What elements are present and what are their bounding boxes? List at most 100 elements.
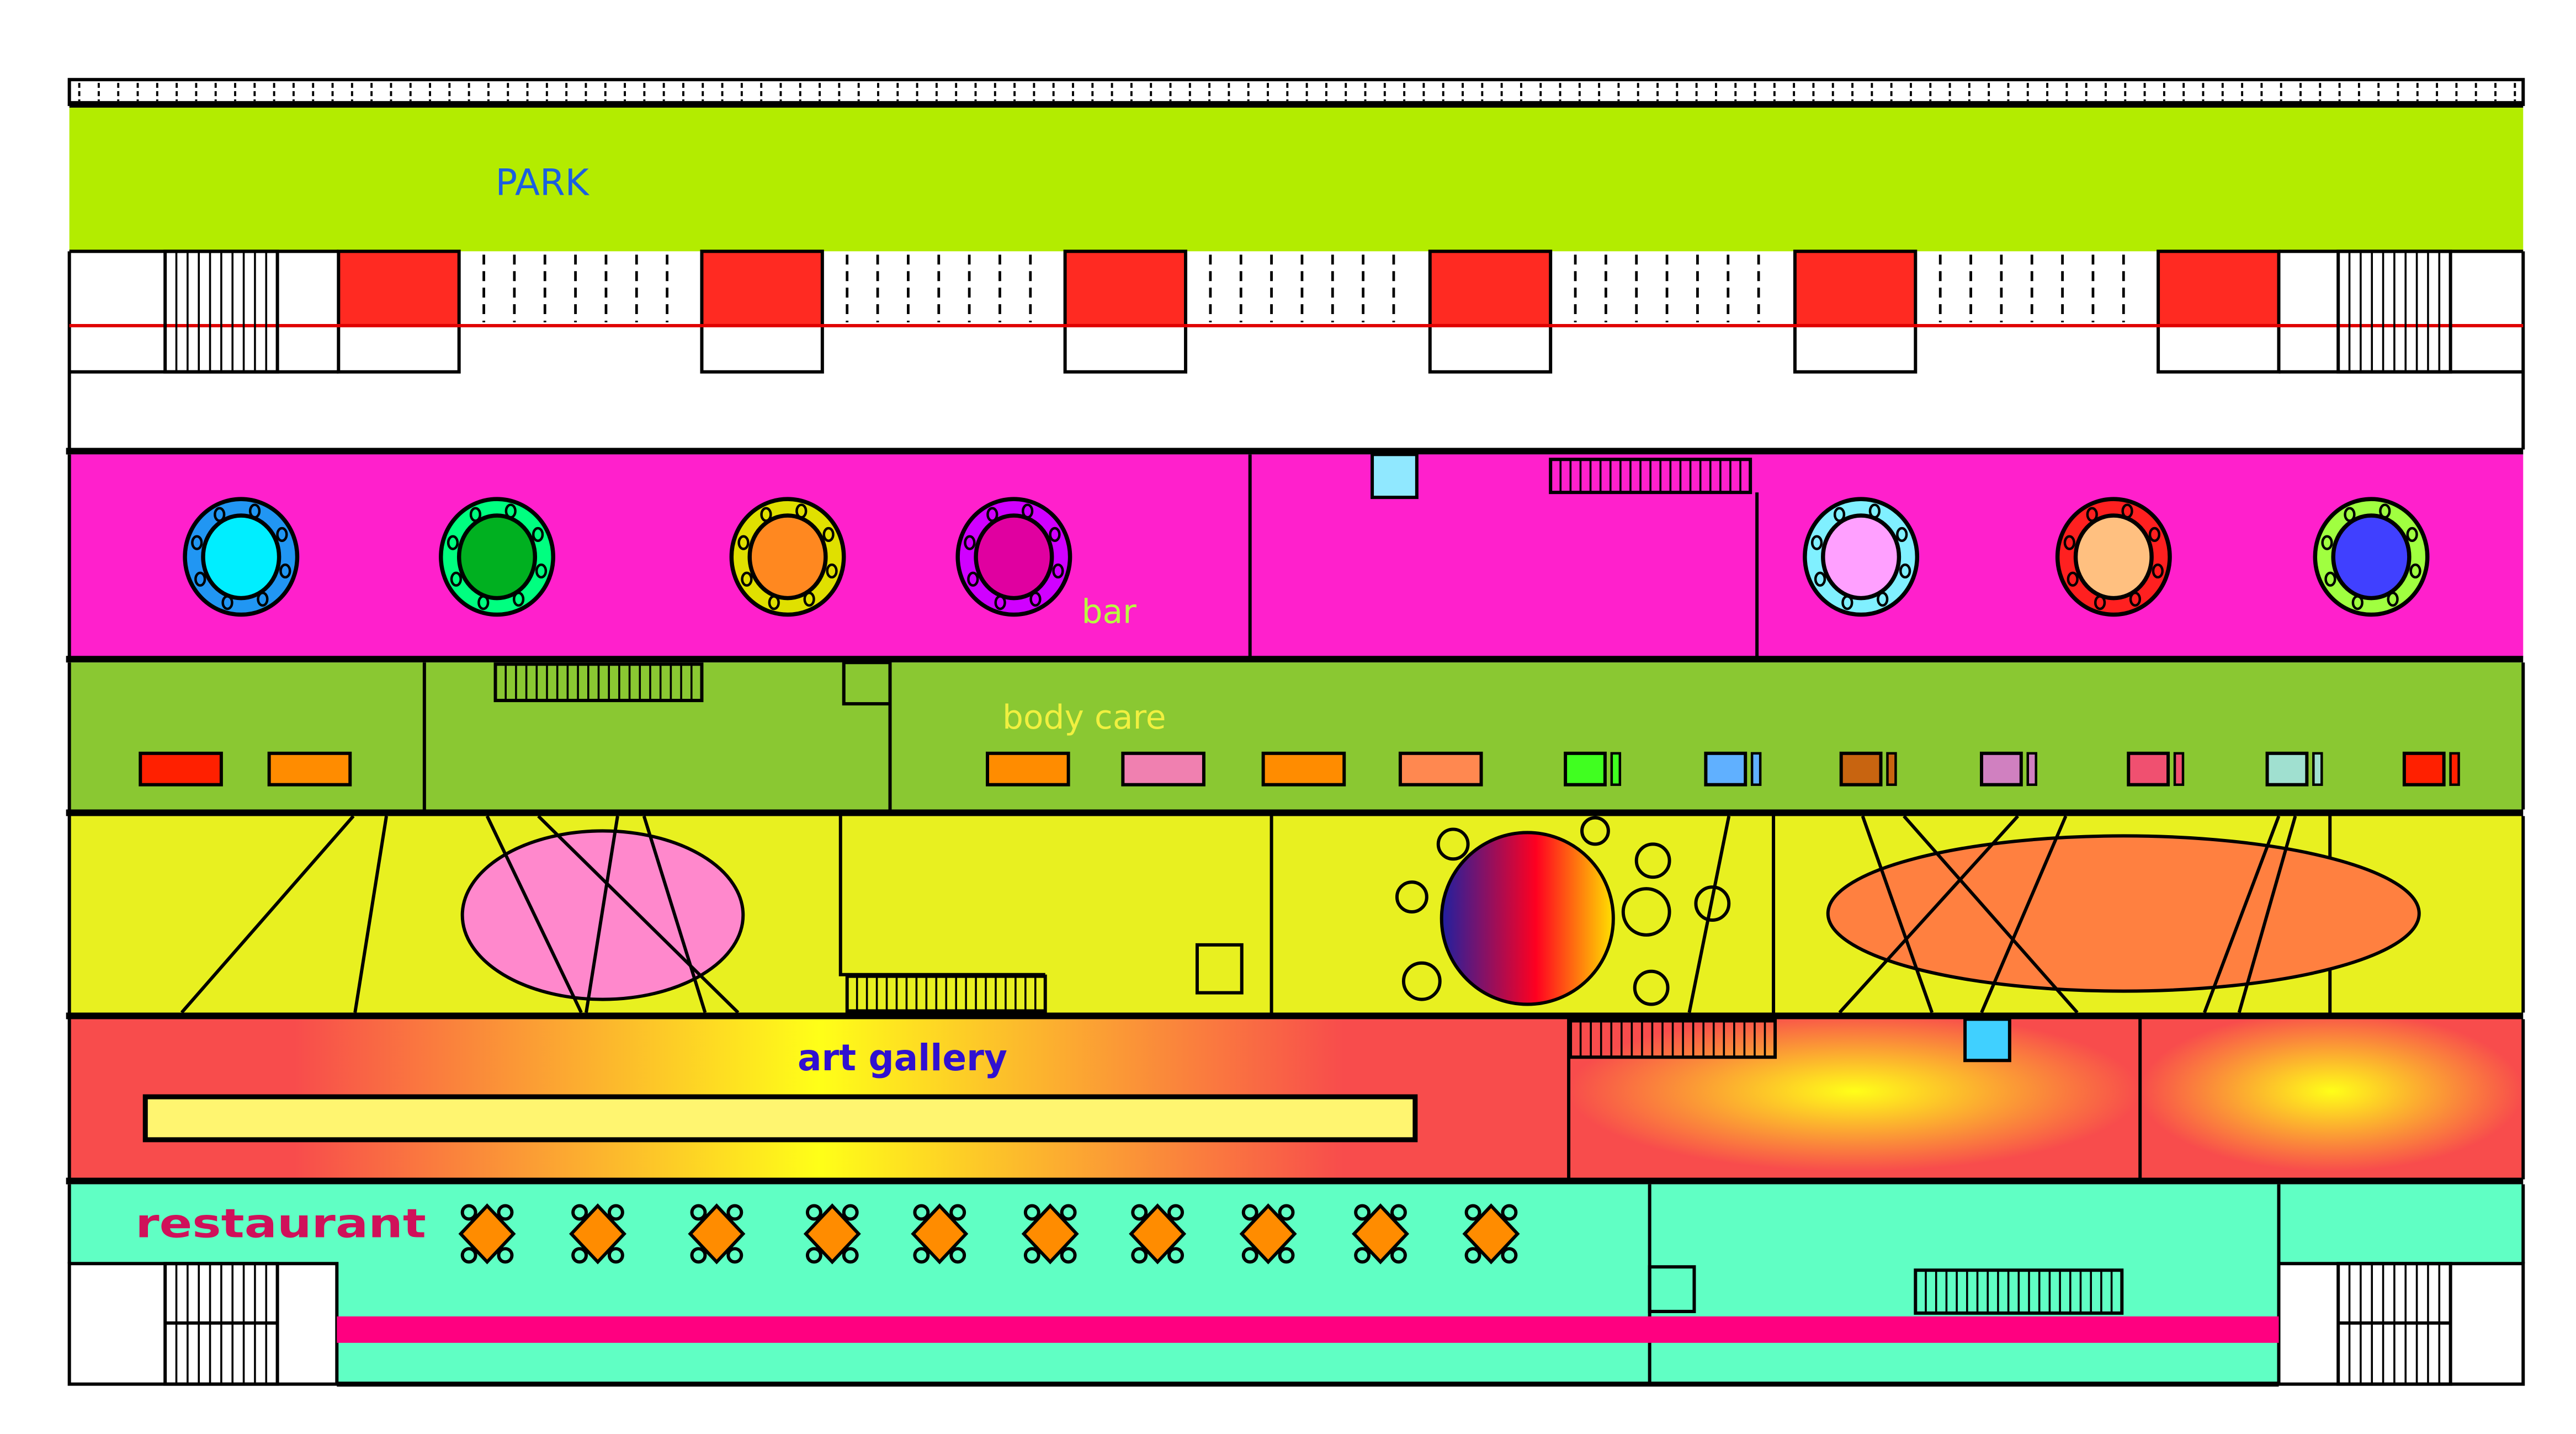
chair-icon (191, 535, 203, 550)
chair-icon (221, 595, 233, 610)
chair-icon (497, 1247, 514, 1264)
chair-icon (571, 1204, 588, 1221)
chair-icon (1390, 1247, 1407, 1264)
chair-icon (477, 595, 490, 610)
body-care-station (2265, 751, 2323, 787)
chair-icon (1167, 1247, 1185, 1264)
chair-icon (1029, 591, 1042, 607)
chair-icon (2067, 571, 2079, 587)
elevator-square (1963, 1017, 2011, 1063)
staircase (2336, 249, 2452, 374)
chair-icon (949, 1204, 966, 1221)
chair-icon (248, 503, 261, 519)
restaurant-table (569, 1203, 626, 1265)
bar-zone: bar (67, 453, 2524, 658)
parking-row (67, 249, 2525, 450)
chair-icon (1023, 1204, 1040, 1221)
restaurant-table (1239, 1203, 1297, 1265)
bar-table (439, 497, 555, 617)
chair-icon (460, 1247, 477, 1264)
bar-table (955, 497, 1072, 617)
chair-icon (1131, 1247, 1148, 1264)
staircase (1914, 1268, 2124, 1315)
chair-icon (1896, 527, 1908, 542)
parking-spot (2157, 249, 2281, 374)
chair-icon (2094, 595, 2106, 610)
top-border-strip (67, 78, 2525, 108)
chair-icon (532, 527, 544, 542)
chair-icon (2086, 507, 2098, 522)
body-care-station (2402, 751, 2460, 787)
chair-icon (1060, 1247, 1077, 1264)
chair-icon (1241, 1204, 1258, 1221)
parking-spot (337, 249, 461, 374)
body-care-station (139, 751, 223, 787)
restaurant-table (1352, 1203, 1410, 1265)
staircase (845, 974, 1047, 1013)
body-care-station (1564, 751, 1622, 787)
parking-spot (700, 249, 824, 374)
chair-icon (2321, 535, 2333, 550)
chair-icon (2344, 507, 2356, 522)
parking-spot (1793, 249, 1918, 374)
chair-icon (986, 507, 998, 522)
restaurant-table (1129, 1203, 1187, 1265)
chair-icon (1049, 527, 1061, 542)
chair-icon (469, 507, 482, 522)
chair-icon (1464, 1247, 1481, 1264)
restaurant-table (1462, 1203, 1520, 1265)
body-care-station (2127, 751, 2185, 787)
gallery-bench (142, 1094, 1418, 1143)
chair-icon (607, 1204, 624, 1221)
body-care-station (1121, 751, 1205, 787)
body-care-zone: body care (67, 661, 2525, 810)
chair-icon (194, 571, 206, 587)
feature-sphere (1440, 831, 1615, 1006)
staircase (2336, 1262, 2452, 1386)
chair-icon (741, 571, 753, 587)
chair-icon (795, 503, 808, 519)
chair-icon (1131, 1204, 1148, 1221)
chair-icon (1060, 1204, 1077, 1221)
chair-icon (726, 1247, 743, 1264)
chair-icon (842, 1247, 859, 1264)
chair-icon (1501, 1247, 1518, 1264)
chair-icon (768, 595, 780, 610)
chair-icon (512, 591, 525, 607)
chair-icon (967, 571, 979, 587)
chair-icon (1833, 507, 1846, 522)
lounge-zone (67, 815, 2525, 1014)
chair-icon (1877, 591, 1889, 607)
chair-icon (2387, 591, 2399, 607)
park-zone: PARK (69, 108, 2524, 252)
chair-icon (2379, 503, 2391, 519)
staircase (163, 249, 279, 374)
chair-icon (1810, 535, 1823, 550)
chair-icon (1023, 1247, 1040, 1264)
chair-icon (1354, 1204, 1371, 1221)
chair-icon (2148, 527, 2161, 542)
chair-icon (913, 1204, 930, 1221)
chair-icon (1052, 563, 1064, 579)
body-care-station (1704, 751, 1762, 787)
chair-icon (2324, 571, 2336, 587)
chair-icon (1354, 1247, 1371, 1264)
chair-icon (805, 1247, 822, 1264)
parking-spot (1428, 249, 1553, 374)
chair-icon (964, 535, 976, 550)
chair-icon (1241, 1247, 1258, 1264)
park-label: PARK (496, 162, 590, 204)
body-care-station (1261, 751, 1346, 787)
chair-icon (1464, 1204, 1481, 1221)
chair-icon (214, 507, 226, 522)
chair-icon (1167, 1204, 1185, 1221)
chair-icon (822, 527, 835, 542)
chair-icon (276, 527, 288, 542)
restaurant-zone: restaurant (67, 1184, 2525, 1387)
chair-icon (842, 1204, 859, 1221)
bar-table (1803, 497, 1920, 617)
parking-spot (1063, 249, 1188, 374)
chair-icon (1899, 563, 1911, 579)
staircase (1549, 458, 1752, 495)
bar-table (183, 497, 300, 617)
